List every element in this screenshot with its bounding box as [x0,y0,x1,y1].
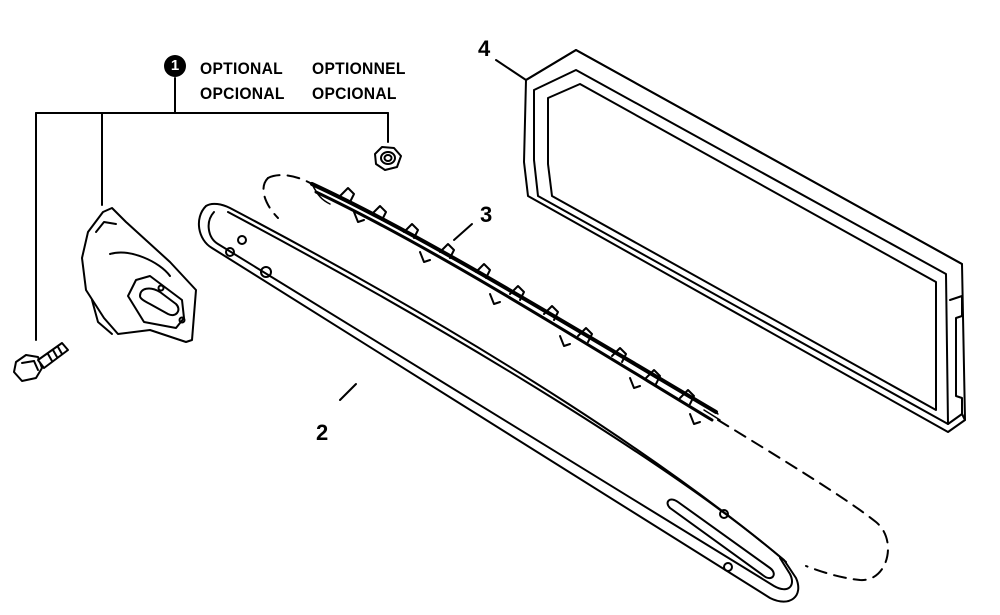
callout-guide-bar: 2 [316,420,329,445]
callout-scabbard: 4 [478,36,491,61]
chain-drawing [262,174,889,582]
optional-leader-lines [35,77,389,341]
optional-label-en: OPTIONAL [200,59,284,78]
callout-chain: 3 [480,202,493,227]
bolt-drawing [13,342,69,382]
optional-label-fr: OPTIONNEL [312,59,406,78]
optional-badge: 1 [164,55,186,77]
nut-drawing [374,146,402,171]
guide-bar-drawing [197,202,800,603]
optional-label-pt: OPCIONAL [312,84,397,103]
sprocket-cover-drawing [81,207,197,343]
optional-label-es: OPCIONAL [200,84,285,103]
scabbard-drawing [495,49,966,433]
